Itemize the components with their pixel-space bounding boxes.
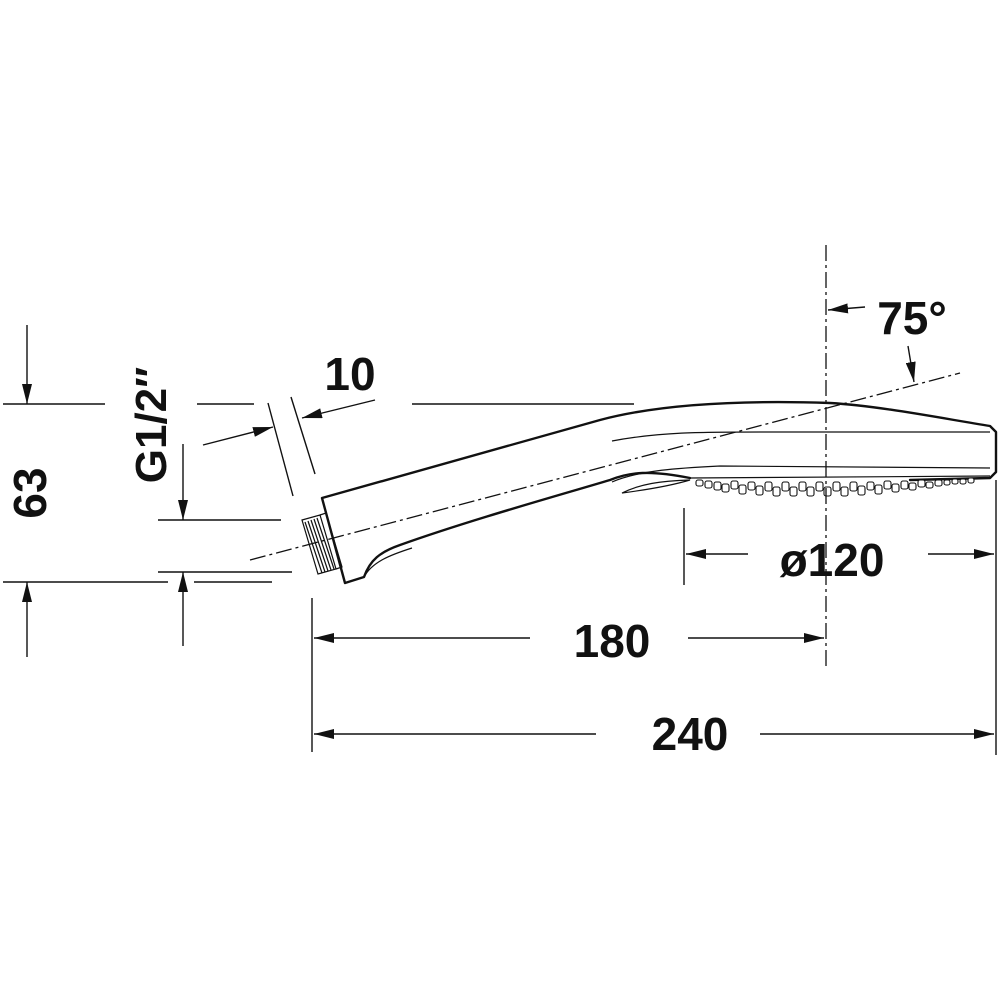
head-top-line bbox=[611, 431, 990, 442]
handle-axis-centerline bbox=[249, 372, 961, 561]
dimension-180-label: 180 bbox=[574, 615, 651, 667]
nozzle-row bbox=[695, 477, 975, 497]
head-bottom-line-2 bbox=[689, 475, 991, 479]
dimension-240-label: 240 bbox=[652, 708, 729, 760]
dimension-240: 240 bbox=[314, 708, 994, 760]
dimension-thread: G1/2″ bbox=[127, 367, 292, 646]
dimension-angle: 75° bbox=[827, 292, 947, 383]
dimension-diameter-label: ø120 bbox=[780, 534, 885, 586]
grip-recess bbox=[621, 479, 691, 494]
dimension-10-label: 10 bbox=[324, 348, 375, 400]
shower-body bbox=[301, 400, 998, 585]
handle-lower-curve bbox=[363, 547, 413, 578]
dimension-diameter: ø120 bbox=[683, 480, 997, 755]
dimension-63: 63 bbox=[3, 325, 634, 657]
dimension-10: 10 bbox=[202, 348, 376, 497]
handle-outline bbox=[320, 400, 998, 585]
dimension-180: 180 bbox=[311, 598, 824, 752]
head-bottom-line bbox=[611, 465, 991, 483]
thread-connector bbox=[301, 512, 343, 575]
dimension-63-label: 63 bbox=[4, 467, 56, 518]
dimension-angle-label: 75° bbox=[877, 292, 947, 344]
dimension-thread-label: G1/2″ bbox=[127, 367, 176, 483]
